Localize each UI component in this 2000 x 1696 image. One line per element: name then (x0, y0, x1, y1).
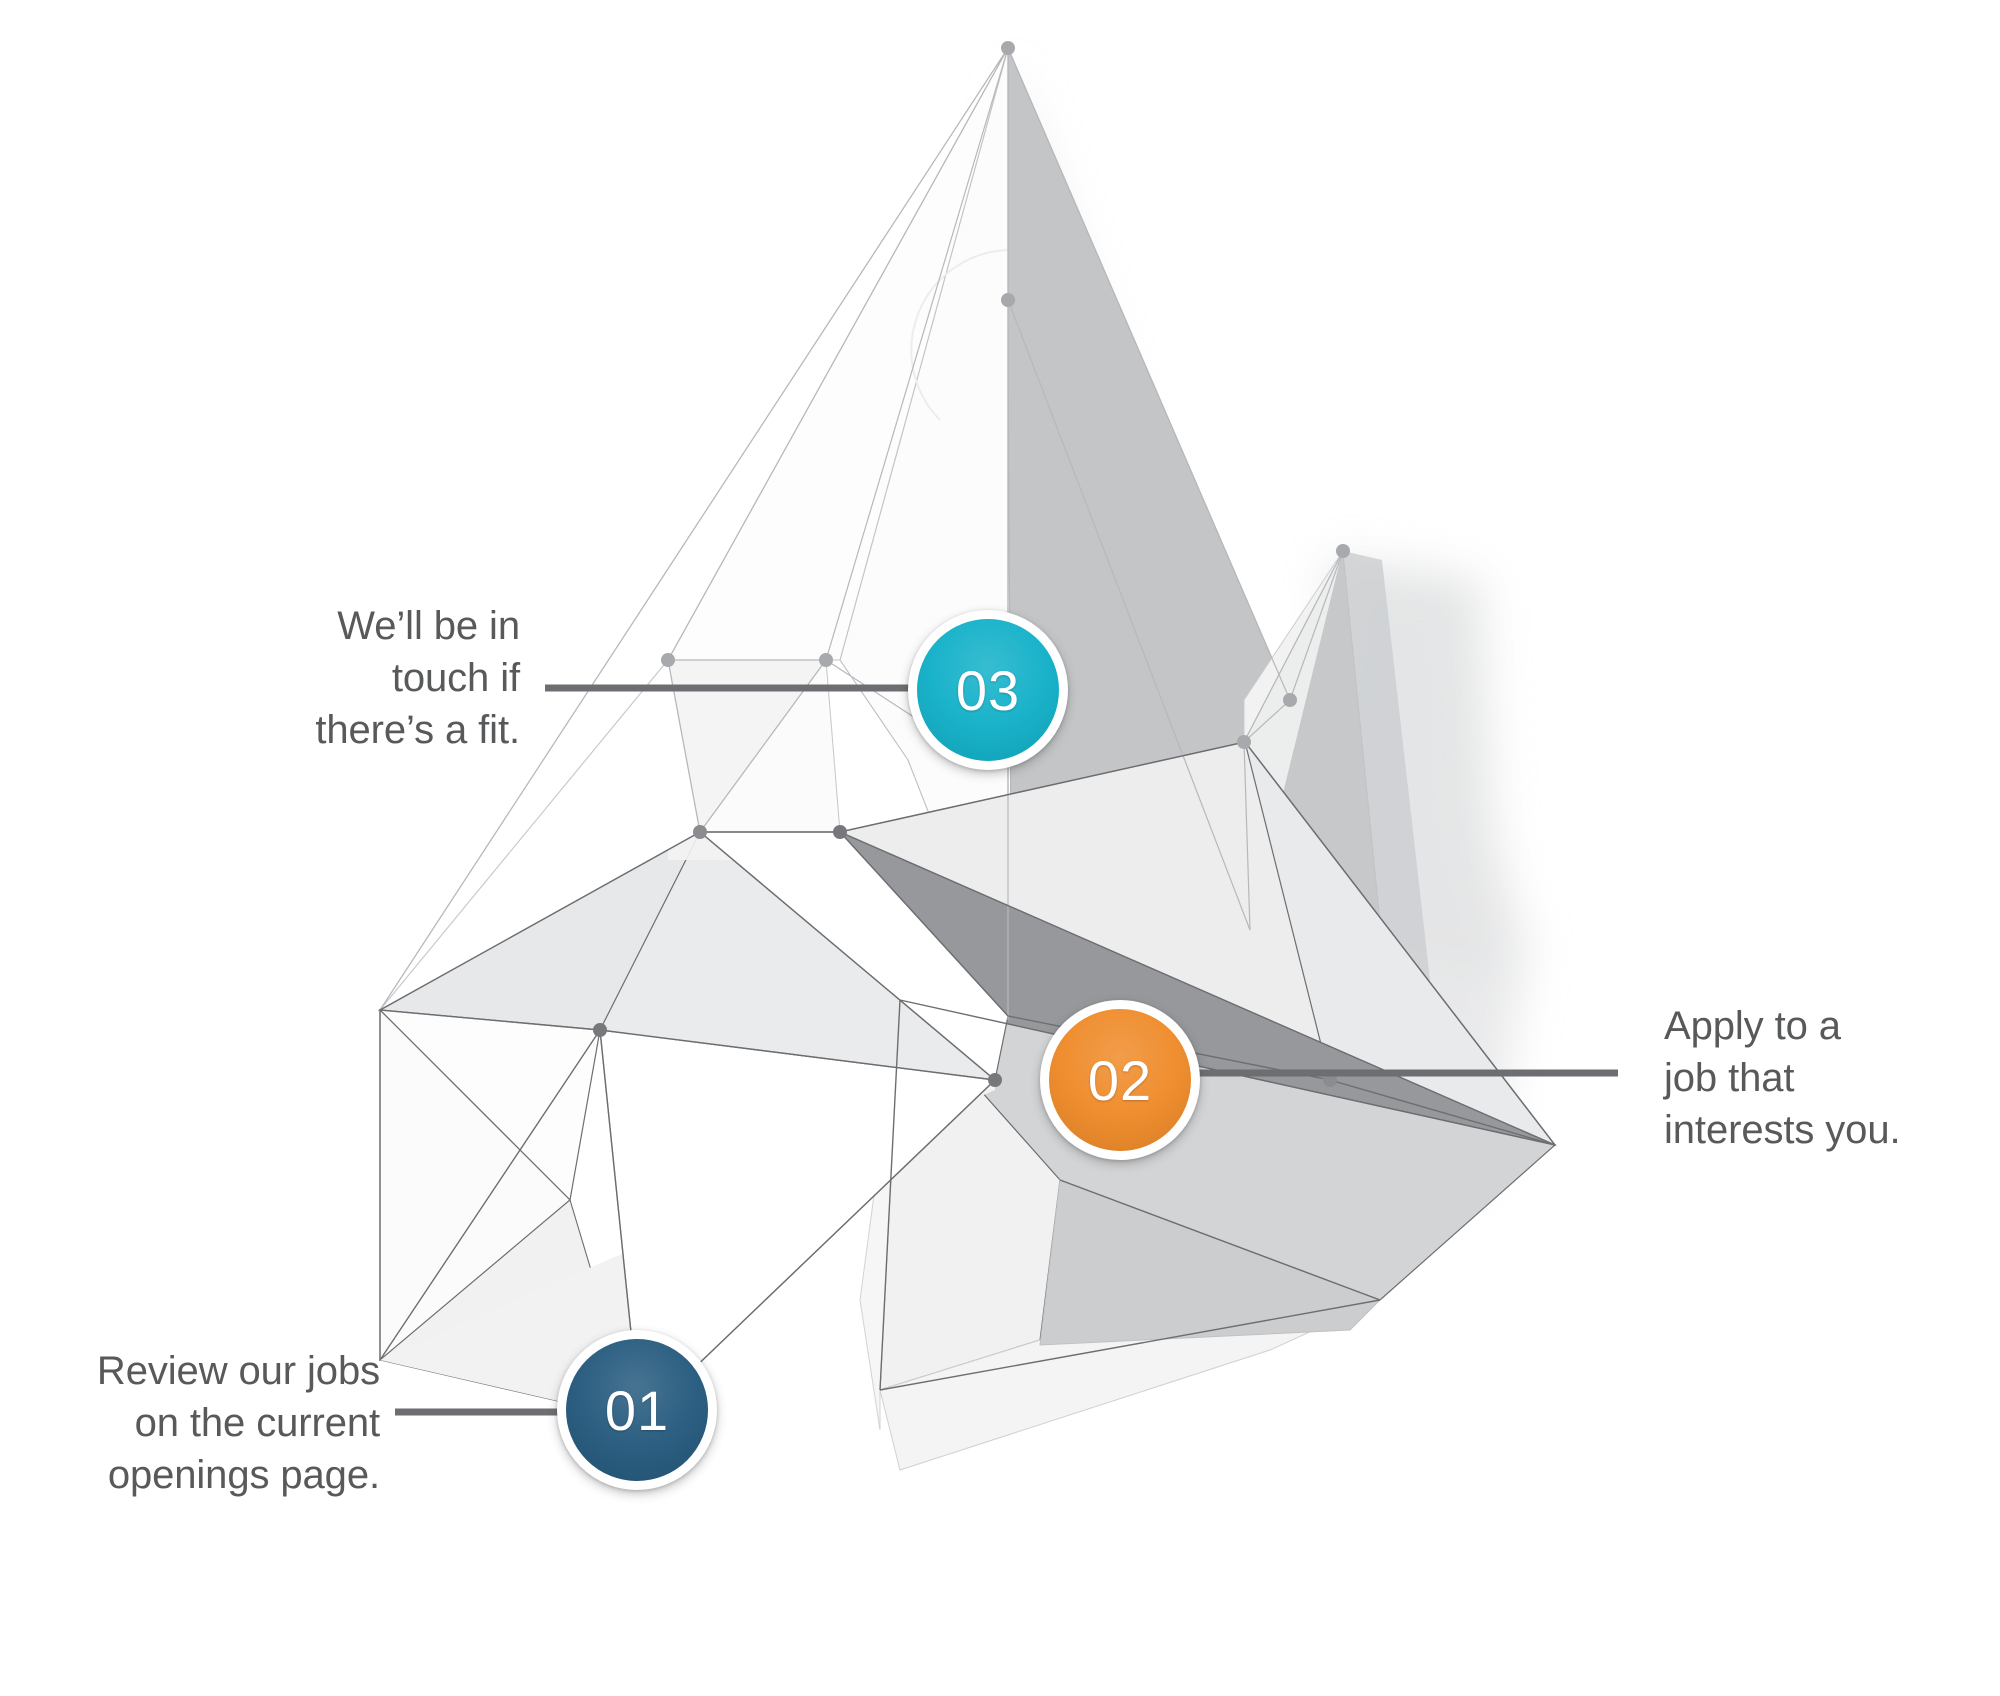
step-03-number: 03 (955, 658, 1021, 722)
step-03-caption: We’ll be in touch if there’s a fit. (315, 604, 520, 752)
step-01-badge[interactable]: 01 (557, 1330, 717, 1490)
step-03-badge[interactable]: 03 (908, 610, 1068, 770)
wire-lines (379, 47, 1344, 1020)
vertex-dots (593, 41, 1350, 1087)
step-02-badge[interactable]: 02 (1040, 1000, 1200, 1160)
step-02-number: 02 (1087, 1048, 1153, 1112)
step-02-caption: Apply to a job that interests you. (1664, 1004, 1901, 1152)
facet-right-wing-shadow (1343, 551, 1430, 1020)
ghost-arc (910, 249, 1009, 421)
step-01-caption: Review our jobs on the current openings … (96, 1349, 380, 1497)
lower-left-kite-facets (377, 658, 1009, 1422)
step-01-number: 01 (604, 1378, 670, 1442)
connector-lines (395, 684, 1618, 1416)
